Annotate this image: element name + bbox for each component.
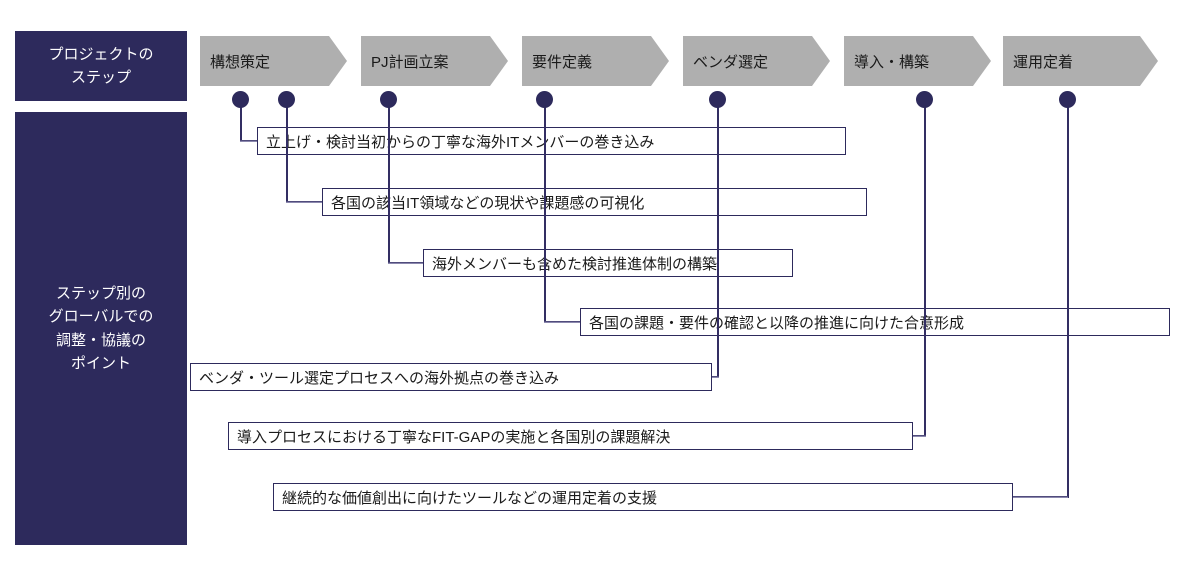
connector-elbow-1: [240, 140, 257, 142]
point-box-2: 各国の該当IT領域などの現状や課題感の可視化: [322, 188, 867, 216]
point-box-text: 導入プロセスにおける丁寧なFIT-GAPの実施と各国別の課題解決: [237, 428, 671, 446]
step-arrow-label: 導入・構築: [854, 53, 930, 71]
point-box-1: 立上げ・検討当初からの丁寧な海外ITメンバーの巻き込み: [257, 127, 846, 155]
step-arrow-operation: 運用定着: [1003, 36, 1158, 86]
point-box-text: 継続的な価値創出に向けたツールなどの運用定着の支援: [282, 489, 658, 507]
point-box-6: 導入プロセスにおける丁寧なFIT-GAPの実施と各国別の課題解決: [228, 422, 913, 450]
step-arrow-label: PJ計画立案: [371, 53, 449, 71]
step-arrow-label: ベンダ選定: [693, 53, 769, 71]
step-arrow-implementation: 導入・構築: [844, 36, 991, 86]
connector-line-6: [924, 100, 926, 437]
connector-line-7: [1067, 100, 1069, 498]
point-box-text: 各国の課題・要件の確認と以降の推進に向けた合意形成: [589, 314, 965, 332]
step-arrow-pj-planning: PJ計画立案: [361, 36, 508, 86]
point-box-7: 継続的な価値創出に向けたツールなどの運用定着の支援: [273, 483, 1013, 511]
connector-dot-4: [536, 91, 553, 108]
point-box-text: 海外メンバーも含めた検討推進体制の構築: [432, 255, 718, 273]
point-box-4: 各国の課題・要件の確認と以降の推進に向けた合意形成: [580, 308, 1170, 336]
connector-dot-5: [709, 91, 726, 108]
step-arrow-label: 要件定義: [532, 53, 593, 71]
connector-line-4: [544, 100, 546, 323]
connector-elbow-5: [712, 376, 719, 378]
point-box-3: 海外メンバーも含めた検討推進体制の構築: [423, 249, 793, 277]
point-box-text: 立上げ・検討当初からの丁寧な海外ITメンバーの巻き込み: [266, 133, 655, 151]
global-points-label: ステップ別の グローバルでの 調整・協議の ポイント: [15, 112, 187, 545]
connector-line-2: [286, 100, 288, 203]
step-arrow-requirements: 要件定義: [522, 36, 669, 86]
connector-dot-2: [278, 91, 295, 108]
connector-line-5: [717, 100, 719, 378]
connector-dot-1: [232, 91, 249, 108]
point-box-text: 各国の該当IT領域などの現状や課題感の可視化: [331, 194, 645, 212]
point-box-5: ベンダ・ツール選定プロセスへの海外拠点の巻き込み: [190, 363, 712, 391]
project-steps-label-text: プロジェクトの ステップ: [48, 45, 154, 86]
connector-elbow-3: [388, 262, 423, 264]
connector-elbow-6: [913, 435, 926, 437]
global-points-label-text: ステップ別の グローバルでの 調整・協議の ポイント: [48, 285, 154, 372]
step-arrow-vendor-selection: ベンダ選定: [683, 36, 830, 86]
connector-elbow-4: [544, 321, 580, 323]
connector-dot-3: [380, 91, 397, 108]
step-arrow-label: 運用定着: [1013, 53, 1074, 71]
connector-dot-6: [916, 91, 933, 108]
step-arrow-concept: 構想策定: [200, 36, 347, 86]
connector-elbow-7: [1013, 496, 1068, 498]
project-steps-label: プロジェクトの ステップ: [15, 31, 187, 101]
connector-elbow-2: [286, 201, 322, 203]
point-box-text: ベンダ・ツール選定プロセスへの海外拠点の巻き込み: [199, 369, 560, 387]
connector-line-3: [388, 100, 390, 264]
connector-line-1: [240, 100, 242, 141]
step-arrow-label: 構想策定: [210, 53, 271, 71]
connector-dot-7: [1059, 91, 1076, 108]
